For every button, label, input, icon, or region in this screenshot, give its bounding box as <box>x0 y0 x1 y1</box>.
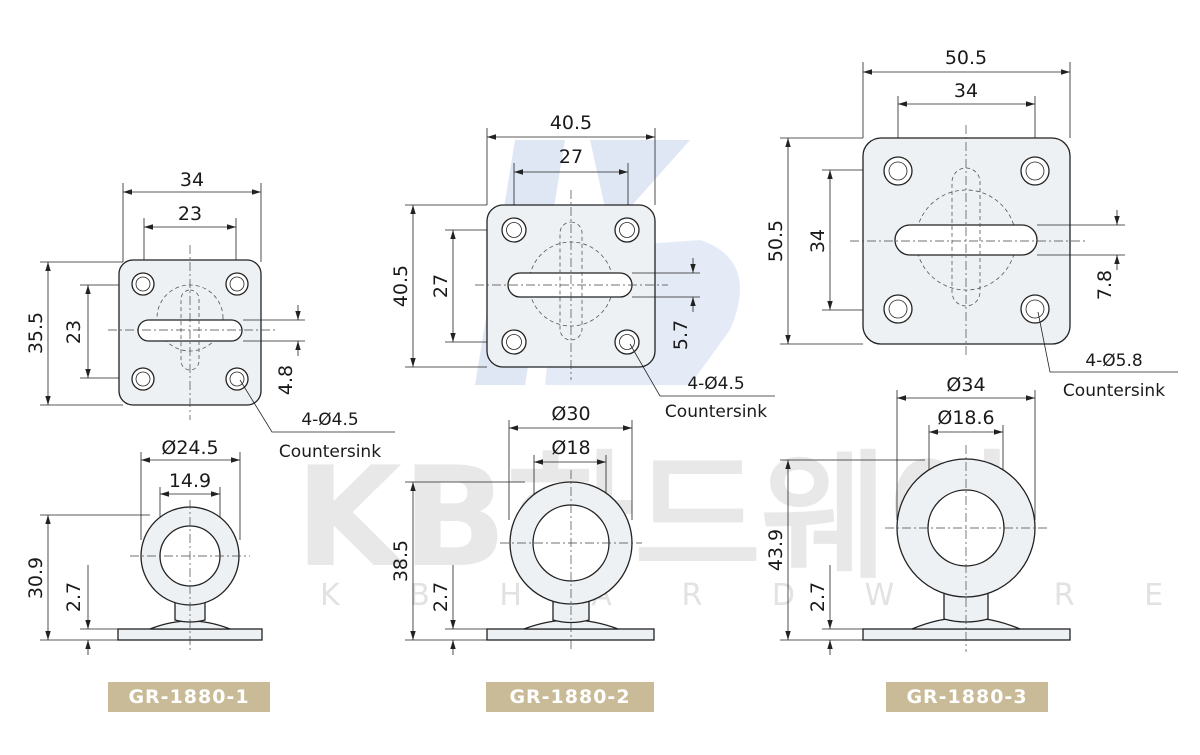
m1-height-outer-dim: 35.5 <box>25 312 47 354</box>
model-3-label-text: GR-1880-3 <box>906 686 1028 708</box>
model-2-side-view <box>405 420 655 655</box>
model-3-label: GR-1880-3 <box>886 682 1048 712</box>
m1-base-thickness-dim: 2.7 <box>63 582 85 612</box>
watermark-brand-english: K B H A R D W A R E <box>320 578 1193 613</box>
m3-ring-outer-dim: Ø34 <box>946 374 985 396</box>
m2-slot-offset-dim: 5.7 <box>670 320 692 350</box>
m2-height-outer-dim: 40.5 <box>390 265 412 307</box>
m1-slot-offset-dim: 4.8 <box>275 365 297 395</box>
m1-holes-type: Countersink <box>279 442 381 462</box>
m3-base-thickness-dim: 2.7 <box>807 582 829 612</box>
model-1-label: GR-1880-1 <box>108 682 270 712</box>
m3-width-holes-dim: 34 <box>954 80 978 102</box>
model-2-label: GR-1880-2 <box>486 682 654 712</box>
m1-width-holes-dim: 23 <box>178 203 202 225</box>
model-1-side-view <box>40 452 263 655</box>
m1-holes-note: 4-Ø4.5 <box>301 410 358 430</box>
m2-height-holes-dim: 27 <box>430 274 452 298</box>
m1-height-dim: 30.9 <box>25 557 47 599</box>
m2-base-thickness-dim: 2.7 <box>430 582 452 612</box>
model-2-label-text: GR-1880-2 <box>509 686 631 708</box>
m2-ring-outer-dim: Ø30 <box>551 403 590 425</box>
m3-height-dim: 43.9 <box>765 529 787 571</box>
m3-height-outer-dim: 50.5 <box>765 220 787 262</box>
m2-width-holes-dim: 27 <box>559 146 583 168</box>
m3-height-holes-dim: 34 <box>807 229 829 253</box>
model-3-side-view <box>780 390 1071 655</box>
m3-holes-type: Countersink <box>1063 381 1165 401</box>
m1-ring-outer-dim: Ø24.5 <box>161 437 218 459</box>
m2-holes-type: Countersink <box>665 402 767 422</box>
model-3-plan-view <box>780 62 1178 373</box>
m3-ring-inner-dim: Ø18.6 <box>937 407 994 429</box>
m2-holes-note: 4-Ø4.5 <box>687 374 744 394</box>
m3-width-outer-dim: 50.5 <box>945 47 987 69</box>
m1-height-holes-dim: 23 <box>63 320 85 344</box>
m1-width-outer-dim: 34 <box>180 169 204 191</box>
m3-holes-note: 4-Ø5.8 <box>1085 351 1142 371</box>
m2-ring-inner-dim: Ø18 <box>551 437 590 459</box>
model-2-plan-view <box>405 128 775 397</box>
m1-ring-inner-dim: 14.9 <box>169 470 211 492</box>
m2-height-dim: 38.5 <box>390 540 412 582</box>
m3-slot-offset-dim: 7.8 <box>1094 270 1116 300</box>
model-1-plan-view <box>40 183 395 433</box>
model-1-label-text: GR-1880-1 <box>128 686 250 708</box>
m2-width-outer-dim: 40.5 <box>550 112 592 134</box>
